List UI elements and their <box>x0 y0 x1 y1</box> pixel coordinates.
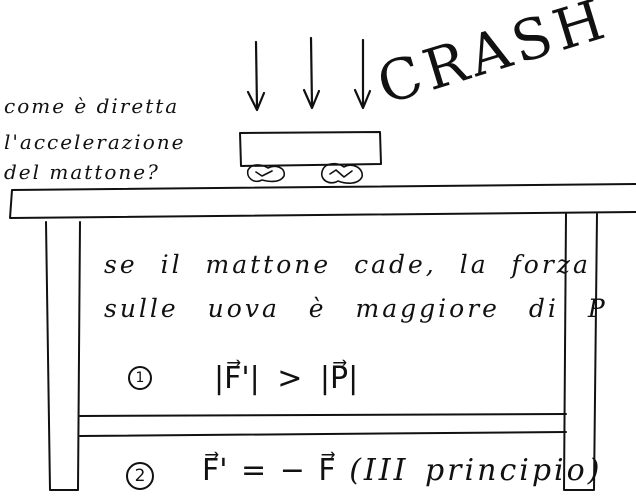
down-arrow-icon <box>246 40 266 112</box>
question-line-3: del mattone? <box>4 160 160 184</box>
statement-line-1: se il mattone cade, la forza <box>104 250 591 279</box>
relation-1-formula: |F⃗'| > |P⃗| <box>214 361 359 396</box>
table-top <box>9 183 636 219</box>
relation-2-note: (III principio) <box>349 453 603 488</box>
down-arrow-icon <box>302 36 321 110</box>
relation-2: F⃗' = − F⃗ (III principio) <box>202 456 602 486</box>
egg-shape-left <box>246 164 286 183</box>
table-leg-left <box>45 221 81 491</box>
relation-1-number: 1 <box>128 366 152 390</box>
question-line-1: come è diretta <box>4 94 180 118</box>
relation-2-number: 2 <box>126 462 154 490</box>
statement-line-2: sulle uova è maggiore di P <box>104 294 608 323</box>
table-leg-right <box>563 213 598 491</box>
down-arrow-icon <box>353 38 372 110</box>
relation-2-formula: F⃗' = − F⃗ <box>202 453 336 488</box>
table-shelf <box>79 413 567 437</box>
question-line-2: l'accelerazione <box>4 130 186 154</box>
brick-shape <box>239 131 382 167</box>
egg-shape-right <box>320 162 363 184</box>
